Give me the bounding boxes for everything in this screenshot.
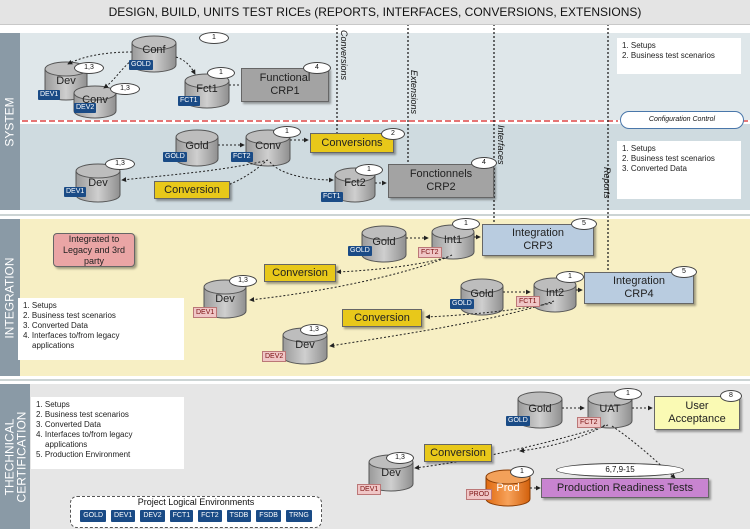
tech-conversion-box: Conversion (424, 444, 492, 462)
legend-title: Project Logical Environments (137, 497, 255, 507)
int-dev1-db-label: Dev (215, 293, 235, 305)
legend-tag-gold: GOLD (80, 510, 107, 522)
sys-gold-env-tag: GOLD (163, 152, 187, 162)
page-title-banner: DESIGN, BUILD, UNITS TEST RICEs (REPORTS… (0, 0, 750, 25)
int-dev1-count: 1,3 (229, 275, 257, 287)
int2-env-tag: FCT1 (516, 296, 540, 307)
flow-label-interfaces: Interfaces (496, 125, 506, 165)
prt-test-ids: 6,7,9-15 (556, 463, 684, 477)
section-label-system: SYSTEM (0, 33, 20, 210)
int2-db-label: Int2 (545, 287, 565, 299)
int-gold1-db-label: Gold (372, 236, 396, 248)
integrated-legacy-box: Integrated to Legacy and 3rd party (53, 233, 135, 267)
conf-count: 1 (199, 32, 229, 44)
sys-conv2-db-label: Conv (255, 140, 281, 152)
section-label-integration: INTEGRATION (0, 219, 20, 376)
int1-count: 1 (452, 218, 480, 230)
legend-tag-fsdb: FSDB (256, 510, 281, 522)
legend-tag-fct1: FCT1 (169, 510, 194, 522)
int2-count: 1 (556, 271, 584, 283)
legend-tag-fct2: FCT2 (198, 510, 222, 522)
conversions-count: 2 (381, 128, 405, 140)
int-conversion-box-2: Conversion (342, 309, 422, 327)
sys-dev-count: 1,3 (74, 62, 104, 74)
crp2-count: 4 (471, 157, 497, 169)
flow-label-conversions: Conversions (339, 30, 349, 81)
fct2-count: 1 (355, 164, 383, 176)
int-gold1-env-tag: GOLD (348, 246, 372, 256)
int-conversion-box-1: Conversion (264, 264, 336, 282)
tech-gold-db-label: Gold (528, 403, 552, 415)
legend-tag-trng: TRNG (285, 510, 312, 522)
tech-dev-count: 1,3 (386, 452, 414, 464)
conf-env-tag: GOLD (129, 60, 153, 70)
flow-label-extensions: Extensions (409, 70, 419, 115)
conversions-box: Conversions (310, 133, 394, 153)
sys-dev2-db-label: Dev (88, 177, 108, 189)
prod-count: 1 (510, 466, 534, 478)
configuration-control-pill: Configuration Control (620, 111, 744, 129)
tech-dev-env-tag: DEV1 (357, 484, 382, 495)
fct1-env-tag: FCT1 (178, 96, 200, 106)
sys-conv2-env-tag: FCT2 (231, 152, 253, 162)
crp3-count: 5 (571, 218, 597, 230)
fct1-count: 1 (207, 67, 235, 79)
uat-db-label: UAT (599, 403, 621, 415)
sys-conv2-count: 1 (273, 126, 301, 138)
sys-conv-env-tag: DEV2 (74, 103, 97, 113)
fct1-db-label: Fct1 (196, 83, 218, 95)
tech-gold-env-tag: GOLD (506, 416, 530, 426)
tech-dev-db-label: Dev (381, 467, 401, 479)
sys-dev2-count: 1,3 (105, 158, 135, 170)
sys-dev2-env-tag: DEV1 (64, 187, 87, 197)
crp4-count: 5 (671, 266, 697, 278)
int-dev2-count: 1,3 (300, 324, 328, 336)
legend-tag-dev1: DEV1 (111, 510, 136, 522)
fct2-env-tag: FCT1 (321, 192, 343, 202)
int-dev1-env-tag: DEV1 (193, 307, 218, 318)
section-label-technical: THECHNICAL CERTIFICATION (0, 384, 30, 529)
sys-dev-env-tag: DEV1 (38, 90, 61, 100)
production-readiness-tests-box: Production Readiness Tests (541, 478, 709, 498)
conf-db-label: Conf (142, 44, 166, 56)
legend-tag-tsdb: TSDB (226, 510, 252, 522)
prod-env-tag: PROD (466, 489, 493, 500)
prod-db-label: Prod (496, 482, 520, 494)
sys-conv-count: 1,3 (110, 83, 140, 95)
fct2-db-label: Fct2 (344, 177, 366, 189)
user-acceptance-count: 8 (720, 390, 742, 402)
uat-count: 1 (614, 388, 642, 400)
int1-db-label: Int1 (443, 234, 463, 246)
sys-gold-db-label: Gold (185, 140, 209, 152)
int-gold2-db-label: Gold (470, 288, 494, 300)
int1-env-tag: FCT2 (418, 247, 442, 258)
crp1-count: 4 (303, 62, 331, 74)
int-gold2-env-tag: GOLD (450, 299, 474, 309)
uat-env-tag: FCT2 (577, 417, 601, 428)
flow-label-reports: Reports (602, 167, 612, 199)
int-dev2-env-tag: DEV2 (262, 351, 287, 362)
sys-dev-db-label: Dev (56, 75, 76, 87)
sys-conversion-box: Conversion (154, 181, 230, 199)
int-dev2-db-label: Dev (295, 339, 315, 351)
legend-project-environments: Project Logical Environments GOLD DEV1 D… (70, 496, 322, 528)
legend-tag-dev2: DEV2 (140, 510, 165, 522)
